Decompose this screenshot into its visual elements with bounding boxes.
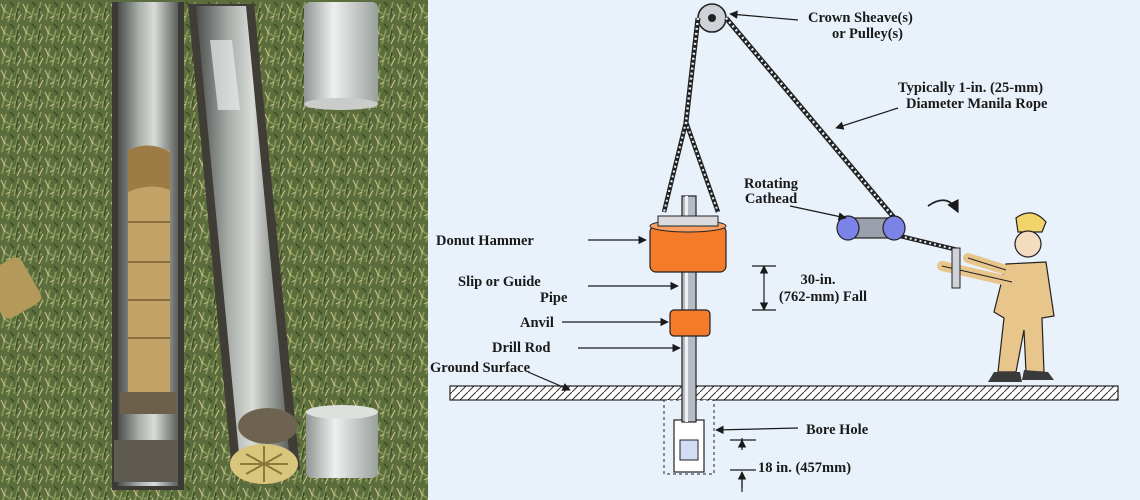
rotating-cathead bbox=[836, 215, 906, 241]
donut-hammer bbox=[649, 215, 727, 273]
label-sampler-length: 18 in. (457mm) bbox=[758, 460, 851, 476]
brass-fitting bbox=[0, 257, 42, 319]
label-rope-2: Diameter Manila Rope bbox=[906, 96, 1048, 112]
label-anvil: Anvil bbox=[520, 315, 554, 331]
spt-diagram: Crown Sheave(s) or Pulley(s) Typically 1… bbox=[428, 0, 1140, 500]
worker-figure bbox=[937, 212, 1055, 382]
label-bore-hole: Bore Hole bbox=[806, 422, 869, 438]
sampler-tube-top bbox=[304, 2, 378, 110]
middle-split-barrel bbox=[188, 4, 300, 484]
label-crown-sheave-2: or Pulley(s) bbox=[832, 26, 903, 42]
label-slip-pipe-1: Slip or Guide bbox=[458, 274, 541, 290]
label-donut-hammer: Donut Hammer bbox=[436, 233, 534, 249]
label-slip-pipe-2: Pipe bbox=[540, 290, 568, 306]
left-split-barrel bbox=[112, 2, 184, 490]
ground-surface-line bbox=[449, 385, 1119, 401]
label-drill-rod: Drill Rod bbox=[492, 340, 550, 356]
label-crown-sheave-1: Crown Sheave(s) bbox=[808, 10, 913, 26]
label-cathead-2: Cathead bbox=[745, 191, 797, 207]
label-ground-surface: Ground Surface bbox=[430, 360, 531, 376]
label-fall-1: 30-in. bbox=[800, 272, 835, 288]
sampler-tube-bottom bbox=[306, 405, 378, 478]
label-fall-2: (762-mm) Fall bbox=[779, 289, 867, 305]
label-rope-1: Typically 1-in. (25-mm) bbox=[898, 80, 1043, 96]
split-spoon-sampler-photo bbox=[0, 0, 428, 500]
anvil bbox=[669, 309, 711, 337]
label-cathead-1: Rotating bbox=[744, 176, 799, 192]
crown-sheave bbox=[697, 3, 727, 33]
rotation-arrow-icon bbox=[927, 199, 959, 214]
manila-rope bbox=[661, 16, 959, 253]
leader-lines bbox=[527, 10, 899, 492]
